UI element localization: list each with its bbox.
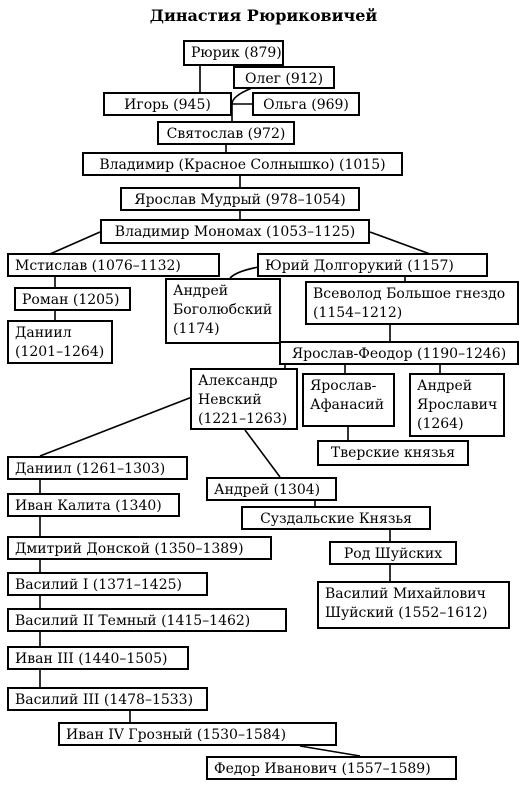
- edge-monomakh-yury: [369, 231, 431, 255]
- node-ivan-kalita: Иван Калита (1340): [7, 493, 180, 517]
- node-vladimir-monomakh: Владимир Мономах (1053–1125): [100, 219, 370, 244]
- node-andrey-1304: Андрей (1304): [206, 477, 337, 501]
- node-olga: Ольга (969): [252, 92, 360, 116]
- edge-oleg-curve: [231, 87, 253, 105]
- node-yaroslav-mudry: Ярослав Мудрый (978–1054): [120, 187, 360, 211]
- node-alexandr-nevsky: Александр Невский (1221–1263): [190, 368, 298, 430]
- node-shuisky-family: Род Шуйских: [329, 541, 457, 565]
- node-suzdal-princes: Суздальские Князья: [241, 506, 431, 530]
- node-dmitry-donskoy: Дмитрий Донской (1350–1389): [7, 536, 272, 560]
- node-ivan-4: Иван IV Грозный (1530–1584): [58, 722, 337, 746]
- node-roman: Роман (1205): [14, 287, 131, 311]
- node-yaroslav-afanasy: Ярослав- Афанасий: [302, 373, 395, 427]
- node-andrey-bogolyubsky: Андрей Боголюбский (1174): [165, 278, 281, 344]
- node-vasily-2: Василий II Темный (1415–1462): [7, 608, 287, 632]
- node-yaroslav-feodor: Ярослав-Феодор (1190–1246): [279, 341, 519, 365]
- node-mstislav: Мстислав (1076–1132): [7, 253, 220, 277]
- node-tver-princes: Тверские князья: [317, 440, 469, 466]
- node-daniil-1201: Даниил (1201–1264): [7, 320, 113, 364]
- node-vasily-shuisky: Василий Михайлович Шуйский (1552–1612): [317, 581, 510, 629]
- node-yury: Юрий Долгорукий (1157): [257, 253, 488, 277]
- edge-alexandr-daniil2: [39, 391, 206, 457]
- node-oleg: Олег (912): [233, 66, 335, 89]
- node-riurik: Рюрик (879): [183, 40, 284, 66]
- node-igor: Игорь (945): [103, 92, 232, 116]
- node-daniil-1261: Даниил (1261–1303): [7, 456, 188, 480]
- node-vladimir: Владимир (Красное Солнышко) (1015): [82, 152, 403, 176]
- node-sviatoslav: Святослав (972): [157, 121, 295, 145]
- node-vasily-3: Василий III (1478–1533): [7, 687, 208, 711]
- diagram-title: Династия Рюриковичей: [149, 6, 378, 25]
- edge-monomakh-mstislav: [49, 231, 101, 255]
- node-vasily-1: Василий I (1371–1425): [7, 572, 208, 596]
- edge-ivan4-fedor: [299, 745, 361, 757]
- edge-alexandr-andrey1304: [244, 429, 281, 478]
- node-andrey-yaroslavich: Андрей Ярославич (1264): [409, 373, 505, 437]
- node-fedor: Федор Иванович (1557–1589): [206, 756, 457, 780]
- node-vsevolod: Всеволод Большое гнездо (1154–1212): [305, 281, 519, 325]
- node-ivan-3: Иван III (1440–1505): [7, 646, 189, 670]
